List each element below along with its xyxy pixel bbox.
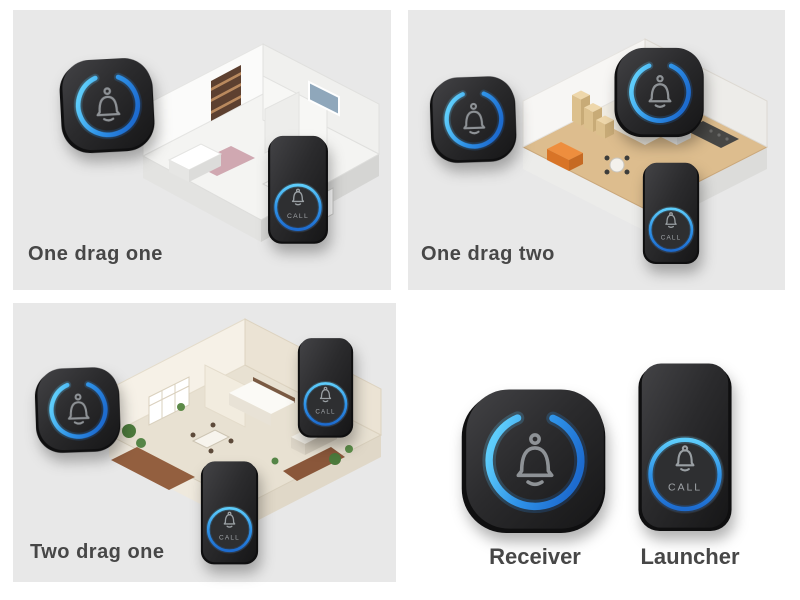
bell-icon: [96, 87, 121, 122]
panel-one-drag-two: CALL One drag two: [408, 10, 785, 290]
launcher-device: CALL: [297, 338, 354, 438]
panel-one-drag-one: CALL One drag one: [13, 10, 391, 290]
call-label: CALL: [315, 409, 335, 416]
led-ring: [482, 407, 588, 514]
receiver-device: [429, 76, 517, 163]
led-ring: [205, 505, 254, 554]
orange-sofa: [547, 142, 583, 171]
bell-icon: [319, 386, 332, 403]
caption-one-drag-one: One drag one: [28, 243, 163, 265]
bell-icon: [67, 393, 90, 425]
led-ring: [302, 381, 349, 427]
launcher-device: CALL: [268, 135, 328, 244]
led-ring: [627, 59, 693, 125]
receiver-device: [614, 47, 704, 138]
button-disc: [205, 505, 254, 554]
bookshelf: [211, 65, 241, 121]
led-ring: [273, 182, 323, 233]
dining-set: [604, 155, 630, 175]
button-disc: [272, 181, 324, 233]
led-ring: [647, 206, 695, 253]
bell-icon: [648, 75, 672, 108]
launcher-label: Launcher: [640, 544, 740, 569]
led-ring: [47, 378, 110, 441]
dark-deck: [685, 121, 739, 148]
bed: [229, 377, 295, 426]
dining-set: [190, 422, 234, 454]
call-label: CALL: [668, 482, 702, 494]
led-ring: [442, 87, 506, 151]
sofa: [167, 143, 223, 182]
launcher-device: CALL: [638, 363, 732, 532]
panel-product-legend: CALL Receiver Launcher: [408, 303, 787, 582]
wall-painting: [308, 80, 340, 117]
led-ring: [73, 70, 143, 140]
receiver-device: [59, 58, 155, 154]
call-label: CALL: [661, 235, 682, 242]
receiver-device: [34, 367, 121, 453]
call-label: CALL: [219, 535, 240, 542]
button-disc: [647, 205, 695, 254]
bell-icon: [665, 212, 677, 228]
caption-one-drag-two: One drag two: [421, 243, 555, 265]
receiver-device: [461, 389, 606, 534]
bell-icon: [463, 102, 486, 135]
caption-two-drag-one: Two drag one: [30, 541, 165, 563]
launcher-device: CALL: [642, 162, 700, 264]
bell-icon: [223, 511, 236, 528]
call-label: CALL: [287, 213, 309, 220]
button-disc: [302, 380, 349, 428]
bell-icon: [291, 188, 305, 206]
bell-icon: [675, 445, 695, 472]
led-ring: [646, 435, 724, 513]
stairs: [572, 90, 614, 139]
receiver-label: Receiver: [489, 544, 581, 569]
button-disc: [645, 435, 725, 514]
panel-two-drag-one: CALL CALL Two drag one: [13, 303, 396, 582]
bell-icon: [516, 433, 554, 487]
launcher-device: CALL: [200, 461, 259, 565]
